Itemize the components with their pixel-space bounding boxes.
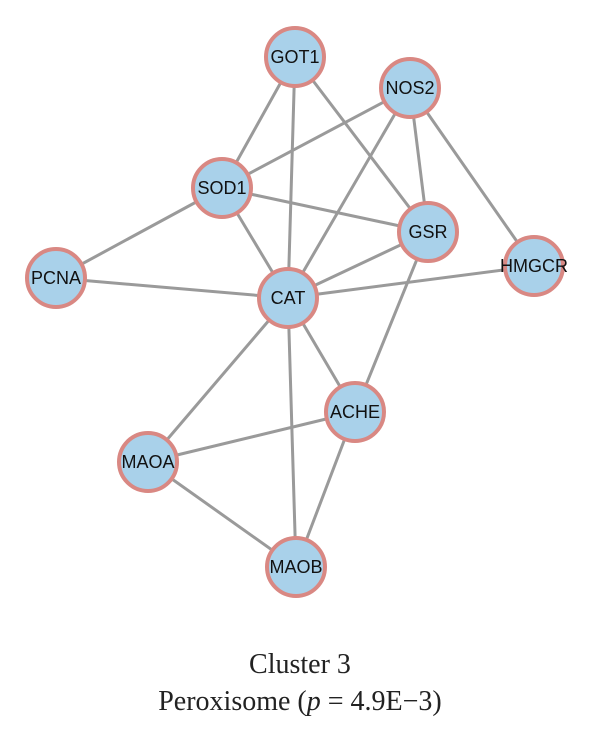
subtitle-suffix: = 4.9E−3)	[320, 686, 442, 717]
subtitle-prefix: Peroxisome (	[158, 686, 307, 717]
node-cat: CAT	[257, 267, 319, 329]
node-label: ACHE	[330, 402, 380, 422]
node-circle	[257, 267, 319, 329]
edge-gsr-ache	[353, 230, 430, 414]
edge-got1-cat	[286, 55, 297, 300]
node-label: HMGCR	[500, 256, 568, 276]
node-label: GSR	[408, 222, 447, 242]
node-nos2: NOS2	[379, 57, 441, 119]
node-label: NOS2	[385, 78, 434, 98]
node-circle	[379, 57, 441, 119]
node-maoa: MAOA	[117, 431, 179, 493]
node-circle	[117, 431, 179, 493]
node-ache: ACHE	[324, 381, 386, 443]
edge-cat-hmgcr	[286, 264, 536, 300]
edge-nos2-hmgcr	[408, 86, 536, 268]
cluster-title: Cluster 3	[249, 649, 351, 680]
node-circle	[25, 247, 87, 309]
node-label: GOT1	[270, 47, 319, 67]
node-hmgcr: HMGCR	[500, 235, 568, 297]
edge-nos2-sod1	[220, 86, 412, 190]
cluster-subtitle: Peroxisome (p = 4.9E−3)	[0, 685, 600, 719]
edge-cat-maoa	[146, 296, 290, 464]
edge-cat-maob	[286, 296, 298, 569]
node-circle	[191, 157, 253, 219]
edge-sod1-gsr	[220, 186, 430, 234]
node-gsr: GSR	[397, 201, 459, 263]
edge-ache-maoa	[146, 410, 357, 464]
edge-sod1-pcna	[54, 186, 224, 280]
node-label: PCNA	[31, 268, 81, 288]
node-label: MAOB	[269, 557, 322, 577]
node-label: MAOA	[121, 452, 174, 472]
edge-pcna-cat	[54, 276, 290, 300]
node-label: CAT	[271, 288, 306, 308]
node-pcna: PCNA	[25, 247, 87, 309]
node-maob: MAOB	[265, 536, 327, 598]
node-circle	[397, 201, 459, 263]
node-got1: GOT1	[264, 26, 326, 88]
node-circle	[324, 381, 386, 443]
edge-nos2-cat	[286, 86, 412, 300]
node-circle	[264, 26, 326, 88]
node-circle	[265, 536, 327, 598]
node-label: SOD1	[197, 178, 246, 198]
p-value-symbol: p	[306, 686, 321, 717]
edge-got1-gsr	[293, 55, 430, 234]
node-sod1: SOD1	[191, 157, 253, 219]
node-circle	[503, 235, 565, 297]
